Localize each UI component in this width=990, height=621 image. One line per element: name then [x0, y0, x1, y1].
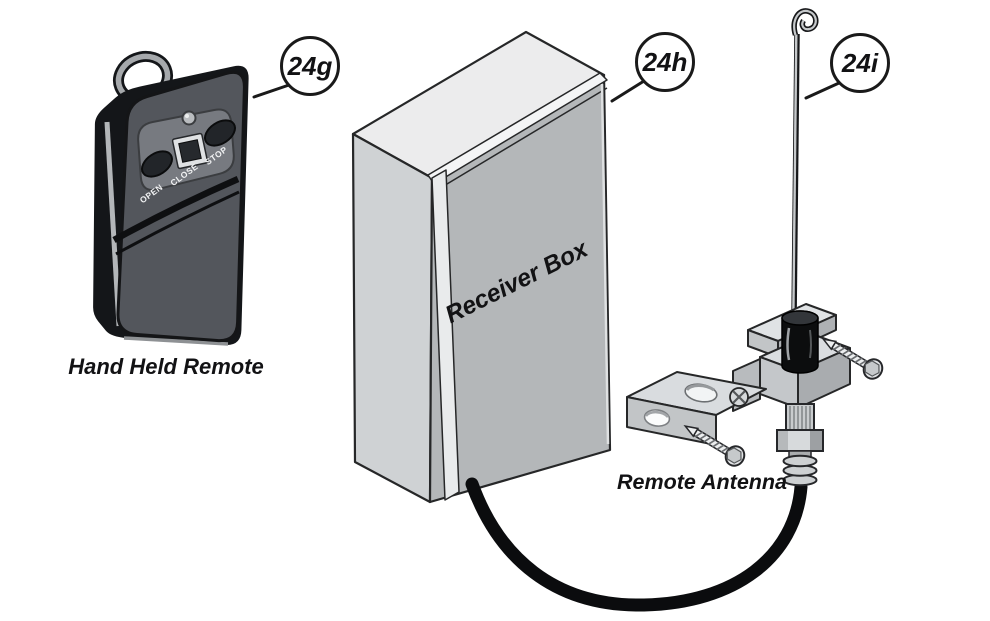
remote-side-highlight: [104, 121, 122, 327]
callout-circle: [635, 32, 695, 92]
callout-circle: [280, 36, 340, 96]
callout-label-24h: 24h: [642, 47, 688, 77]
antenna-rod: [791, 8, 819, 321]
remote-antenna-illustration: [626, 8, 884, 487]
antenna-boot: [781, 310, 819, 374]
phillips-screw-head: [729, 387, 749, 407]
remote-case-seam: [112, 176, 240, 243]
mounting-screw-left: [683, 425, 746, 467]
callout-leader-line: [804, 81, 841, 100]
receiver-box-side-face: [351, 132, 434, 504]
callout-24i: 24i: [804, 33, 890, 100]
receiver-box-illustration: Receiver Box: [351, 30, 612, 504]
close-button: [171, 132, 209, 170]
screw-hex-head: [726, 447, 742, 464]
open-button: [141, 150, 173, 178]
connector-ring: [782, 454, 818, 468]
callout-label-24i: 24i: [841, 48, 879, 78]
callout-leader-line: [610, 79, 646, 103]
remote-case-seam-thin: [115, 190, 240, 256]
coax-connector: [776, 403, 824, 487]
hand-held-remote-illustration: OPEN CLOSE STOP: [93, 50, 249, 346]
remote-bottom-highlight: [123, 336, 229, 346]
bracket-front-hole-shadow: [644, 410, 669, 418]
callout-leader-line: [252, 83, 291, 99]
receiver-box-edge-highlight: [600, 83, 610, 445]
receiver-box-edge-lip: [431, 169, 460, 501]
callout-24h: 24h: [610, 32, 695, 103]
caption-remote-antenna: Remote Antenna: [617, 470, 787, 494]
caption-hand-held-remote: Hand Held Remote: [68, 354, 264, 379]
screw-hex-head: [864, 360, 880, 377]
stop-button: [204, 119, 236, 147]
receiver-box-lid-seam: [436, 87, 608, 191]
callout-label-24g: 24g: [287, 51, 333, 81]
bracket-top-hole-shadow: [685, 383, 715, 392]
connector-hex-nut: [776, 429, 824, 452]
mounting-screw-right: [821, 338, 884, 380]
callout-24g: 24g: [252, 36, 340, 99]
bracket-block-right: [797, 347, 851, 409]
coax-cable: [465, 477, 808, 612]
callout-circle: [830, 33, 890, 93]
remote-led-indicator: [181, 110, 197, 126]
